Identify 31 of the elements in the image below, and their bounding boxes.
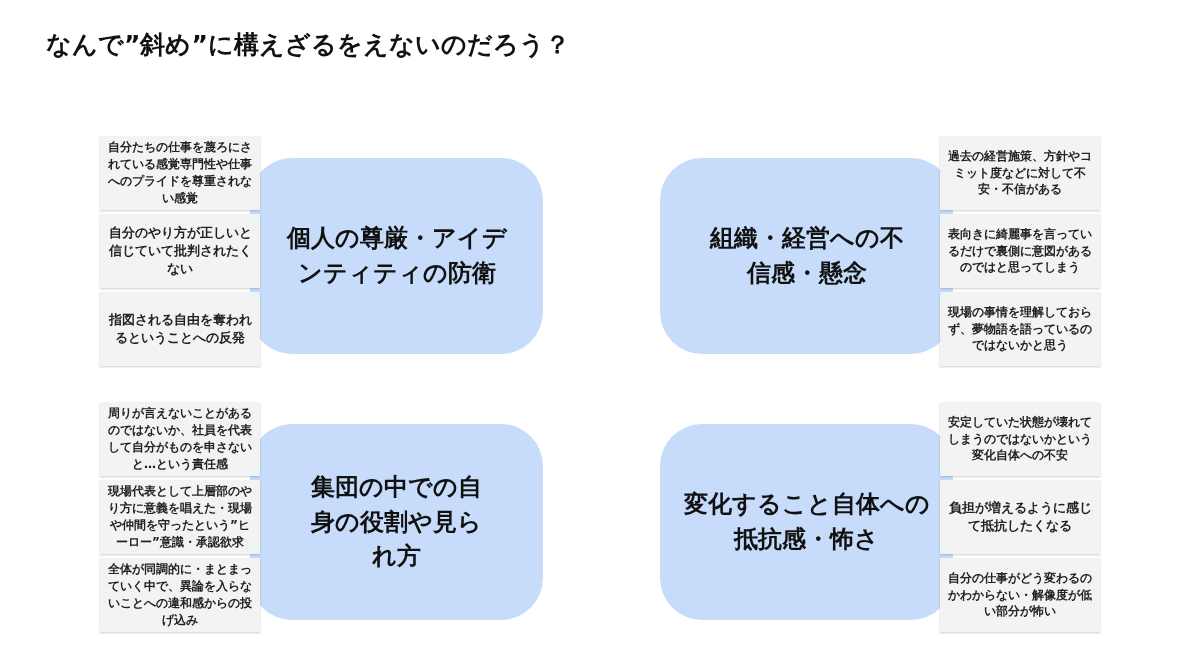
note-text: 自分のやり方が正しいと信じていて批判されたくない: [107, 223, 253, 279]
sticky-note: [100, 558, 260, 632]
sticky-note: [100, 292, 260, 366]
sticky-note: [100, 402, 260, 476]
category-title: 集団の中での自身の役割や見られ方: [310, 471, 483, 573]
note-text: 自分の仕事がどう変わるのかわからない・解像度が低い部分が怖い: [947, 569, 1093, 621]
category-box: [250, 424, 543, 620]
sticky-note: [100, 480, 260, 554]
category-title: 変化すること自体への抵抗感・怖さ: [682, 489, 931, 555]
sticky-note: [940, 136, 1100, 210]
category-box: [250, 158, 543, 354]
note-text: 安定していた状態が壊れてしまうのではないかという変化自体への不安: [947, 413, 1093, 465]
category-title: 個人の尊厳・アイデンティティの防衛: [285, 223, 509, 289]
page-title: なんで”斜め”に構えざるをえないのだろう？: [46, 29, 570, 61]
sticky-note: [100, 136, 260, 210]
note-text: 現場の事情を理解しておらず、夢物語を語っているのではないかと思う: [946, 303, 1093, 355]
sticky-note: [940, 292, 1100, 366]
note-text: 自分たちの仕事を蔑ろにされている感覚専門性や仕事へのプライドを尊重されない感覚: [107, 139, 253, 207]
note-text: 周りが言えないことがあるのではないか、社員を代表して自分がものを申さないと…という責任感: [107, 405, 253, 473]
note-text: 負担が増えるように感じて抵抗したくなる: [947, 498, 1093, 535]
sticky-note: [940, 214, 1100, 288]
note-text: 指図される自由を奪われるということへの反発: [107, 310, 253, 347]
sticky-note: [940, 480, 1100, 554]
note-text: 表向きに綺麗事を言っているだけで裏側に意図があるのではと思ってしまう: [947, 225, 1093, 277]
note-text: 現場代表として上層部のやり方に意義を唱えた・現場や仲間を守ったという”ヒーロー”意識・承認欲求: [106, 483, 253, 551]
sticky-note: [940, 558, 1100, 632]
note-text: 過去の経営施策、方針やコミット度などに対して不安・不信がある: [947, 147, 1093, 199]
category-title: 組織・経営への不信感・懸念: [708, 223, 905, 289]
sticky-note: [100, 214, 260, 288]
note-text: 全体が同調的に・まとまっていく中で、異論を入らないことへの違和感からの投げ込み: [107, 561, 253, 629]
sticky-note: [940, 402, 1100, 476]
